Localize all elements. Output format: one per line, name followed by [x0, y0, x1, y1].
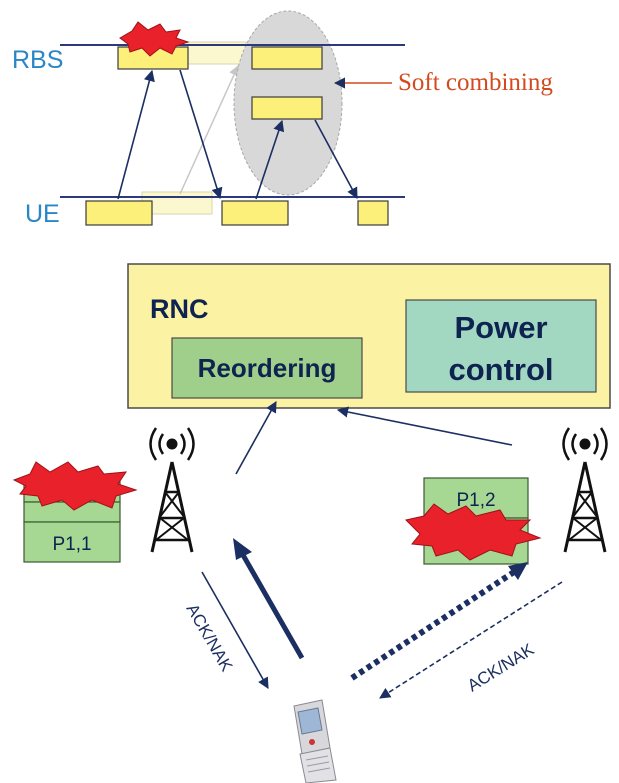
mobile-phone-icon — [293, 699, 337, 783]
timing-arrow-down-2 — [314, 119, 358, 199]
ghost-arrow — [179, 65, 239, 195]
soft-combining-label: Soft combining — [398, 69, 553, 96]
right-ack-arrow — [379, 581, 563, 699]
left-ack-arrow — [201, 571, 269, 689]
reordering-box — [171, 337, 363, 399]
harq-timing-diagram: RBS UE Soft combining — [12, 10, 553, 228]
collision-burst-icon — [119, 21, 190, 57]
left-base-station: P1,1 — [12, 427, 195, 563]
ue-slot-2 — [221, 200, 289, 226]
ue-slot-3 — [357, 200, 389, 226]
timing-arrow-up-1 — [117, 69, 155, 200]
rbs-label: RBS — [12, 46, 63, 74]
right-uplink-arrowhead — [508, 562, 528, 580]
left-packet-box — [23, 521, 121, 563]
left-uplink-arrowhead — [233, 538, 252, 560]
ue-label: UE — [25, 200, 60, 228]
timing-arrow-up-2 — [255, 119, 285, 200]
right-ack-label: ACK/NAK — [464, 639, 538, 695]
left-uplink-arrow — [236, 546, 305, 660]
rnc-node: RNC Reordering Power control — [127, 263, 611, 409]
power-control-label-line2: control — [448, 352, 553, 387]
radio-tower-icon — [562, 427, 608, 553]
left-packet-label: P1,1 — [52, 534, 91, 555]
rnc-title: RNC — [150, 294, 209, 324]
collision-burst-icon — [12, 461, 138, 511]
rbs-slot-2 — [251, 46, 323, 70]
radio-tower-icon — [149, 427, 195, 553]
power-control-box — [405, 299, 597, 393]
ue-slot-1 — [85, 200, 153, 226]
right-base-station: P1,2 — [405, 427, 608, 565]
left-bs-to-rnc-arrow — [235, 401, 277, 475]
left-ack-label: ACK/NAK — [183, 601, 237, 676]
right-bs-to-rnc-arrow — [336, 406, 513, 446]
rbs-slot-3 — [251, 96, 323, 120]
timing-arrow-down-1 — [179, 69, 223, 200]
reordering-label: Reordering — [198, 353, 337, 383]
collision-burst-icon — [405, 503, 542, 561]
power-control-label-line1: Power — [454, 310, 547, 345]
